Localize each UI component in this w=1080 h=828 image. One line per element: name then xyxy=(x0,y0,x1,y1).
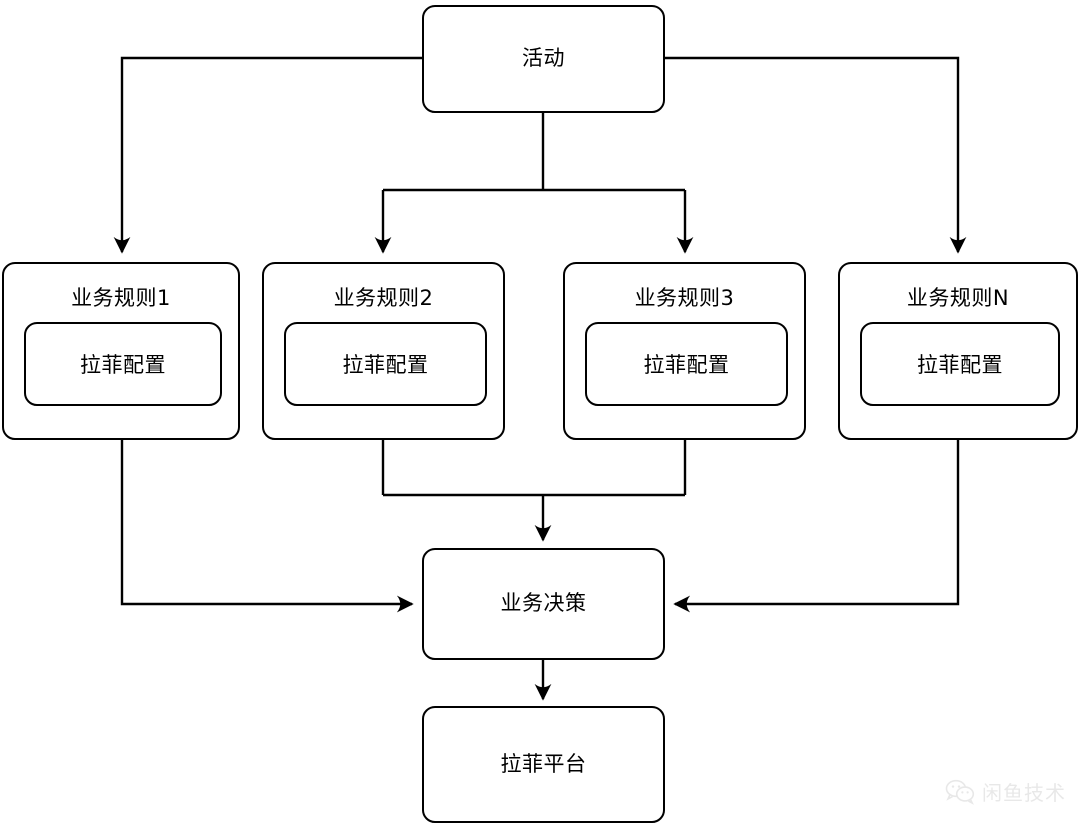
node-rule-2-config-box[interactable]: 拉菲配置 xyxy=(284,322,487,406)
node-decision-label: 业务决策 xyxy=(500,591,587,616)
node-rule-1-config-box[interactable]: 拉菲配置 xyxy=(24,322,222,406)
node-rule-2[interactable]: 业务规则2 拉菲配置 xyxy=(262,262,505,440)
node-rule-n-config-box[interactable]: 拉菲配置 xyxy=(860,322,1060,406)
node-rule-3-config-label: 拉菲配置 xyxy=(643,353,730,377)
node-rule-1[interactable]: 业务规则1 拉菲配置 xyxy=(2,262,240,440)
node-platform[interactable]: 拉菲平台 xyxy=(422,706,665,823)
node-rule-n-title: 业务规则N xyxy=(906,286,1010,310)
node-rule-n[interactable]: 业务规则N 拉菲配置 xyxy=(838,262,1078,440)
node-activity-label: 活动 xyxy=(522,46,565,71)
node-decision[interactable]: 业务决策 xyxy=(422,548,665,660)
edge-ruleN-to-decision xyxy=(673,440,960,613)
node-rule-1-title: 业务规则1 xyxy=(71,286,171,310)
node-rule-2-config-label: 拉菲配置 xyxy=(342,353,429,377)
node-rule-3-title: 业务规则3 xyxy=(634,286,735,310)
node-rule-3-config-box[interactable]: 拉菲配置 xyxy=(585,322,788,406)
edge-rule1-to-decision xyxy=(120,440,414,613)
node-rule-n-config-label: 拉菲配置 xyxy=(917,353,1003,377)
node-platform-label: 拉菲平台 xyxy=(500,751,587,776)
node-rule-2-title: 业务规则2 xyxy=(333,286,434,310)
node-rule-3[interactable]: 业务规则3 拉菲配置 xyxy=(563,262,806,440)
edge-activity-to-ruleN xyxy=(665,56,967,254)
edge-activity-to-rule1 xyxy=(113,56,422,254)
node-rule-1-config-label: 拉菲配置 xyxy=(80,353,166,377)
node-activity[interactable]: 活动 xyxy=(422,5,665,113)
